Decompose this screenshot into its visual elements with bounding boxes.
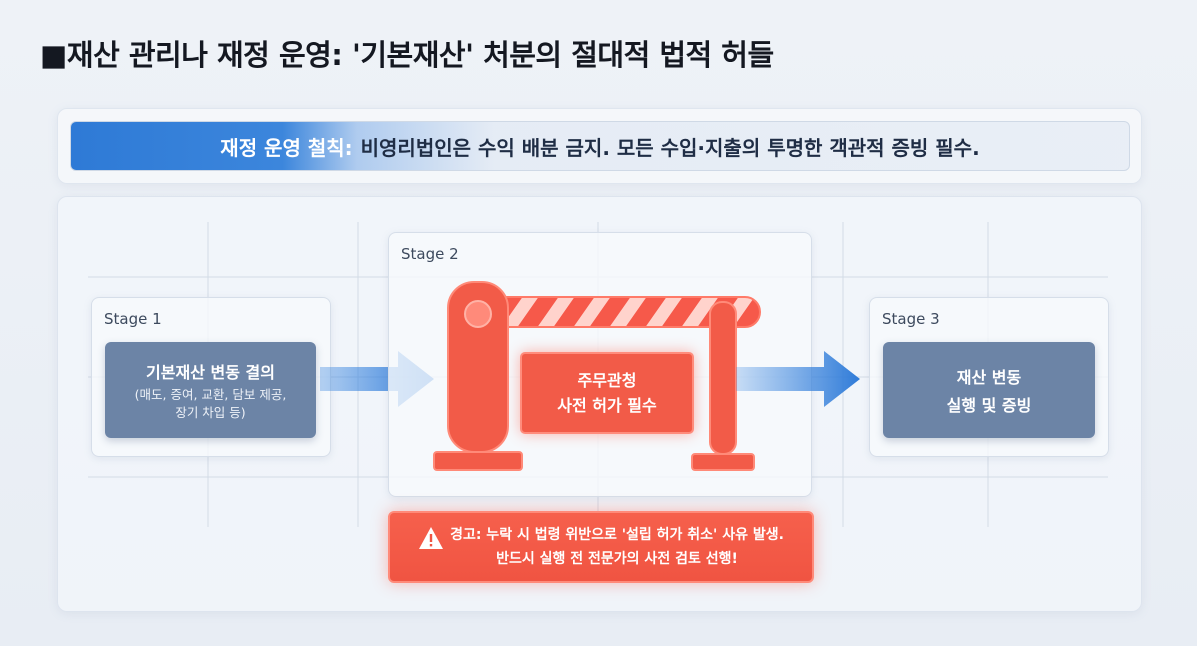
stage-1-card: Stage 1 기본재산 변동 결의 (매도, 증여, 교환, 담보 제공, 장… xyxy=(91,297,331,457)
barrier-gate-icon xyxy=(433,281,761,471)
rule-text: 비영리법인은 수익 배분 금지. 모든 수입·지출의 투명한 객관적 증빙 필수… xyxy=(360,135,980,160)
stage-3-execution-box: 재산 변동 실행 및 증빙 xyxy=(883,342,1095,438)
approval-line-2: 사전 허가 필수 xyxy=(557,396,657,415)
stage-1-detail-line-1: (매도, 증여, 교환, 담보 제공, xyxy=(134,386,287,402)
stage-1-label: Stage 1 xyxy=(104,310,162,328)
prior-approval-box: 주무관청 사전 허가 필수 xyxy=(520,352,694,434)
stage-1-resolution-box: 기본재산 변동 결의 (매도, 증여, 교환, 담보 제공, 장기 차입 등) xyxy=(105,342,316,438)
stage-3-card: Stage 3 재산 변동 실행 및 증빙 xyxy=(869,297,1109,457)
stage-3-title-line-1: 재산 변동 xyxy=(956,368,1022,387)
page-title: ■재산 관리나 재정 운영: '기본재산' 처분의 절대적 법적 허들 xyxy=(40,38,774,72)
stage-2-label: Stage 2 xyxy=(401,245,459,263)
rule-label: 재정 운영 철칙: xyxy=(220,135,353,160)
approval-line-1: 주무관청 xyxy=(577,371,637,390)
warning-box: 경고: 누락 시 법령 위반으로 '설립 허가 취소' 사유 발생. 반드시 실… xyxy=(388,511,814,583)
finance-rule-panel: 재정 운영 철칙: 비영리법인은 수익 배분 금지. 모든 수입·지출의 투명한… xyxy=(57,108,1142,184)
warning-triangle-icon xyxy=(419,527,444,549)
stage-1-title: 기본재산 변동 결의 xyxy=(146,362,275,382)
warning-line-1: 경고: 누락 시 법령 위반으로 '설립 허가 취소' 사유 발생. xyxy=(450,527,784,543)
stage-1-detail-line-2: 장기 차입 등) xyxy=(175,404,246,420)
stage-3-label: Stage 3 xyxy=(882,310,940,328)
finance-rule-banner: 재정 운영 철칙: 비영리법인은 수익 배분 금지. 모든 수입·지출의 투명한… xyxy=(70,121,1130,171)
process-diagram: Stage 1 기본재산 변동 결의 (매도, 증여, 교환, 담보 제공, 장… xyxy=(57,196,1142,612)
warning-line-2: 반드시 실행 전 전문가의 사전 검토 선행! xyxy=(496,551,738,567)
stage-3-title-line-2: 실행 및 증빙 xyxy=(946,396,1032,415)
flow-arrow-2 xyxy=(736,351,860,407)
